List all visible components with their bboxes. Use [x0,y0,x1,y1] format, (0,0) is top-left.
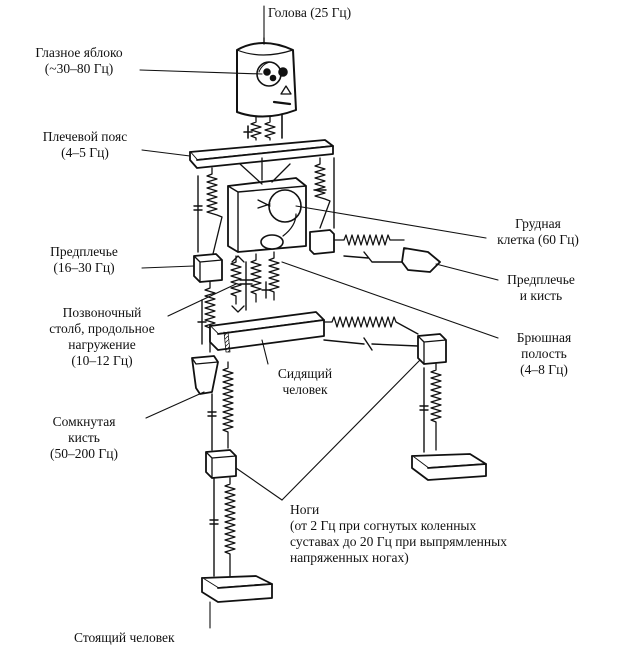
label-spine-line1: Позвоночный [62,305,142,320]
label-legs-line1: Ноги [290,502,320,517]
left-forearm-block [193,253,223,283]
standing-thigh-springs [207,361,234,451]
eyeball-element [256,61,292,106]
seated-knee-block [417,333,447,365]
label-spine: Позвоночный столб, продольное нагружение… [34,305,170,369]
label-fist-line1: Сомкнутая [52,414,116,429]
label-fist-line3: (50–200 Гц) [50,446,118,461]
label-chest-line2: клетка (60 Гц) [497,232,579,247]
pelvis-block [209,311,325,353]
seated-foot-block [411,453,487,481]
label-shoulder-girdle: Плечевой пояс (4–5 Гц) [26,129,144,161]
spine-springs [230,251,280,313]
shoulder-girdle [189,139,334,169]
neck-springs [243,113,283,141]
label-seated-line1: Сидящий [277,366,333,381]
label-closed-fist: Сомкнутая кисть (50–200 Гц) [24,414,144,462]
label-fist-line2: кисть [68,430,100,445]
label-legs-line3: суставах до 20 Гц при выпрямленных [290,534,507,549]
label-spine-line2: столб, продольное [49,321,155,336]
label-abdomen: Брюшная полость (4–8 Гц) [496,330,592,378]
label-legs-line2: (от 2 Гц при согнутых коленных [290,518,477,533]
label-forearm-hand-line1: Предплечье [507,272,575,287]
standing-knee-block [205,449,237,479]
standing-shin-springs [209,477,236,577]
right-arm [309,229,441,273]
closed-fist-block [191,355,219,395]
label-forearm-left-line2: (16–30 Гц) [53,260,115,275]
chest-block [227,157,307,253]
label-eyeball-line1: Глазное яблоко [35,45,123,60]
shoulder-springs [193,157,335,259]
label-legs: Ноги (от 2 Гц при согнутых коленных суст… [290,502,507,566]
seated-thigh-spring [323,316,419,351]
label-head: Голова (25 Гц) [268,5,352,20]
label-abdomen-line1: Брюшная [516,330,572,345]
label-forearm-left-line1: Предплечье [50,244,118,259]
standing-foot-block [201,575,273,603]
label-eyeball-line2: (~30–80 Гц) [44,61,114,76]
label-abdomen-line2: полость [521,346,567,361]
seated-shin-springs [419,363,442,453]
label-chest: Грудная клетка (60 Гц) [478,216,598,248]
label-left-forearm: Предплечье (16–30 Гц) [26,244,142,276]
label-spine-line3: нагружение [68,337,136,352]
leader-lines [139,5,499,629]
label-shoulder-line2: (4–5 Гц) [61,145,109,160]
label-shoulder-line1: Плечевой пояс [42,129,128,144]
label-forearm-hand: Предплечье и кисть [486,272,596,304]
label-abdomen-line3: (4–8 Гц) [520,362,568,377]
label-legs-line4: напряженных ногах) [290,550,409,565]
label-chest-line1: Грудная [515,216,561,231]
label-spine-line4: (10–12 Гц) [71,353,133,368]
left-arm-lower-springs [197,281,216,353]
label-standing-person: Стоящий человек [74,630,175,645]
label-seated-person: Сидящий человек [262,366,348,398]
label-eyeball: Глазное яблоко (~30–80 Гц) [20,45,138,77]
label-seated-line2: человек [282,382,328,397]
label-forearm-hand-line2: и кисть [519,288,563,303]
